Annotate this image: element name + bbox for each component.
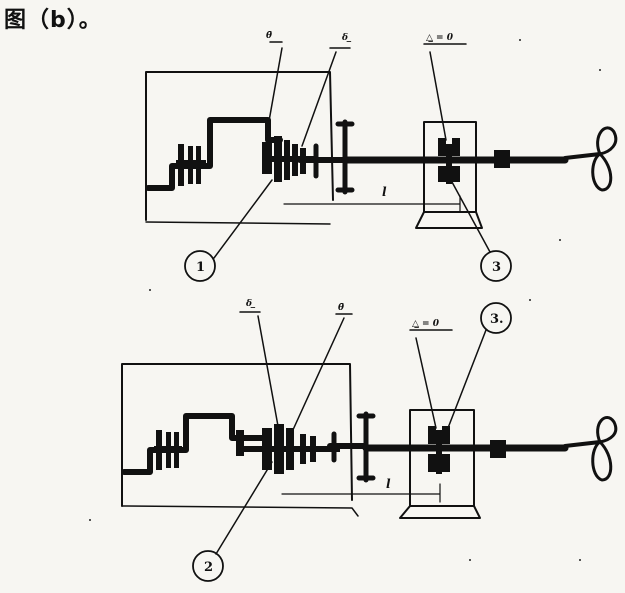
svg-text:1: 1 xyxy=(196,260,205,275)
bottom-shaft-system: l δ ̲ θ̄ △̲ = 0 2 3. xyxy=(121,299,618,582)
top-bearing-pack xyxy=(438,138,460,184)
figure-caption: 图（b）。 xyxy=(4,8,102,33)
bottom-label-delta-zero: △̲ = 0 xyxy=(412,319,440,329)
bottom-callout-2 xyxy=(192,550,224,582)
top-stepped-shaft xyxy=(145,117,283,191)
top-label-delta: δ ̲ xyxy=(341,33,351,43)
svg-text:3: 3 xyxy=(492,260,501,275)
top-label-l: l xyxy=(382,185,387,199)
svg-text:2: 2 xyxy=(204,560,213,575)
top-label-theta: θ̄ xyxy=(266,31,272,41)
bottom-label-theta: θ̄ xyxy=(338,303,344,313)
top-label-delta-zero: △̲ = 0 xyxy=(426,33,454,43)
top-callout-1 xyxy=(184,250,216,282)
scan-noise xyxy=(89,39,601,561)
top-callout-3 xyxy=(480,250,512,282)
bottom-callout-3 xyxy=(480,302,512,334)
bottom-label-l: l xyxy=(386,477,391,491)
top-shaft-system: l θ̄ δ ̲ △̲ = 0 1 3 xyxy=(145,31,618,282)
top-gear-pack-left xyxy=(176,144,206,186)
bottom-gear-pack-left xyxy=(154,430,182,470)
bottom-engine-housing xyxy=(121,363,353,507)
bottom-bearing-pack xyxy=(428,426,450,474)
bottom-propeller-icon xyxy=(591,416,618,482)
bottom-stepped-shaft xyxy=(121,413,265,475)
bottom-label-delta: δ ̲ xyxy=(245,299,255,309)
top-propeller-icon xyxy=(591,126,618,192)
top-engine-housing xyxy=(145,71,334,221)
bottom-coupling-pack xyxy=(236,424,340,474)
svg-text:3.: 3. xyxy=(490,312,504,327)
